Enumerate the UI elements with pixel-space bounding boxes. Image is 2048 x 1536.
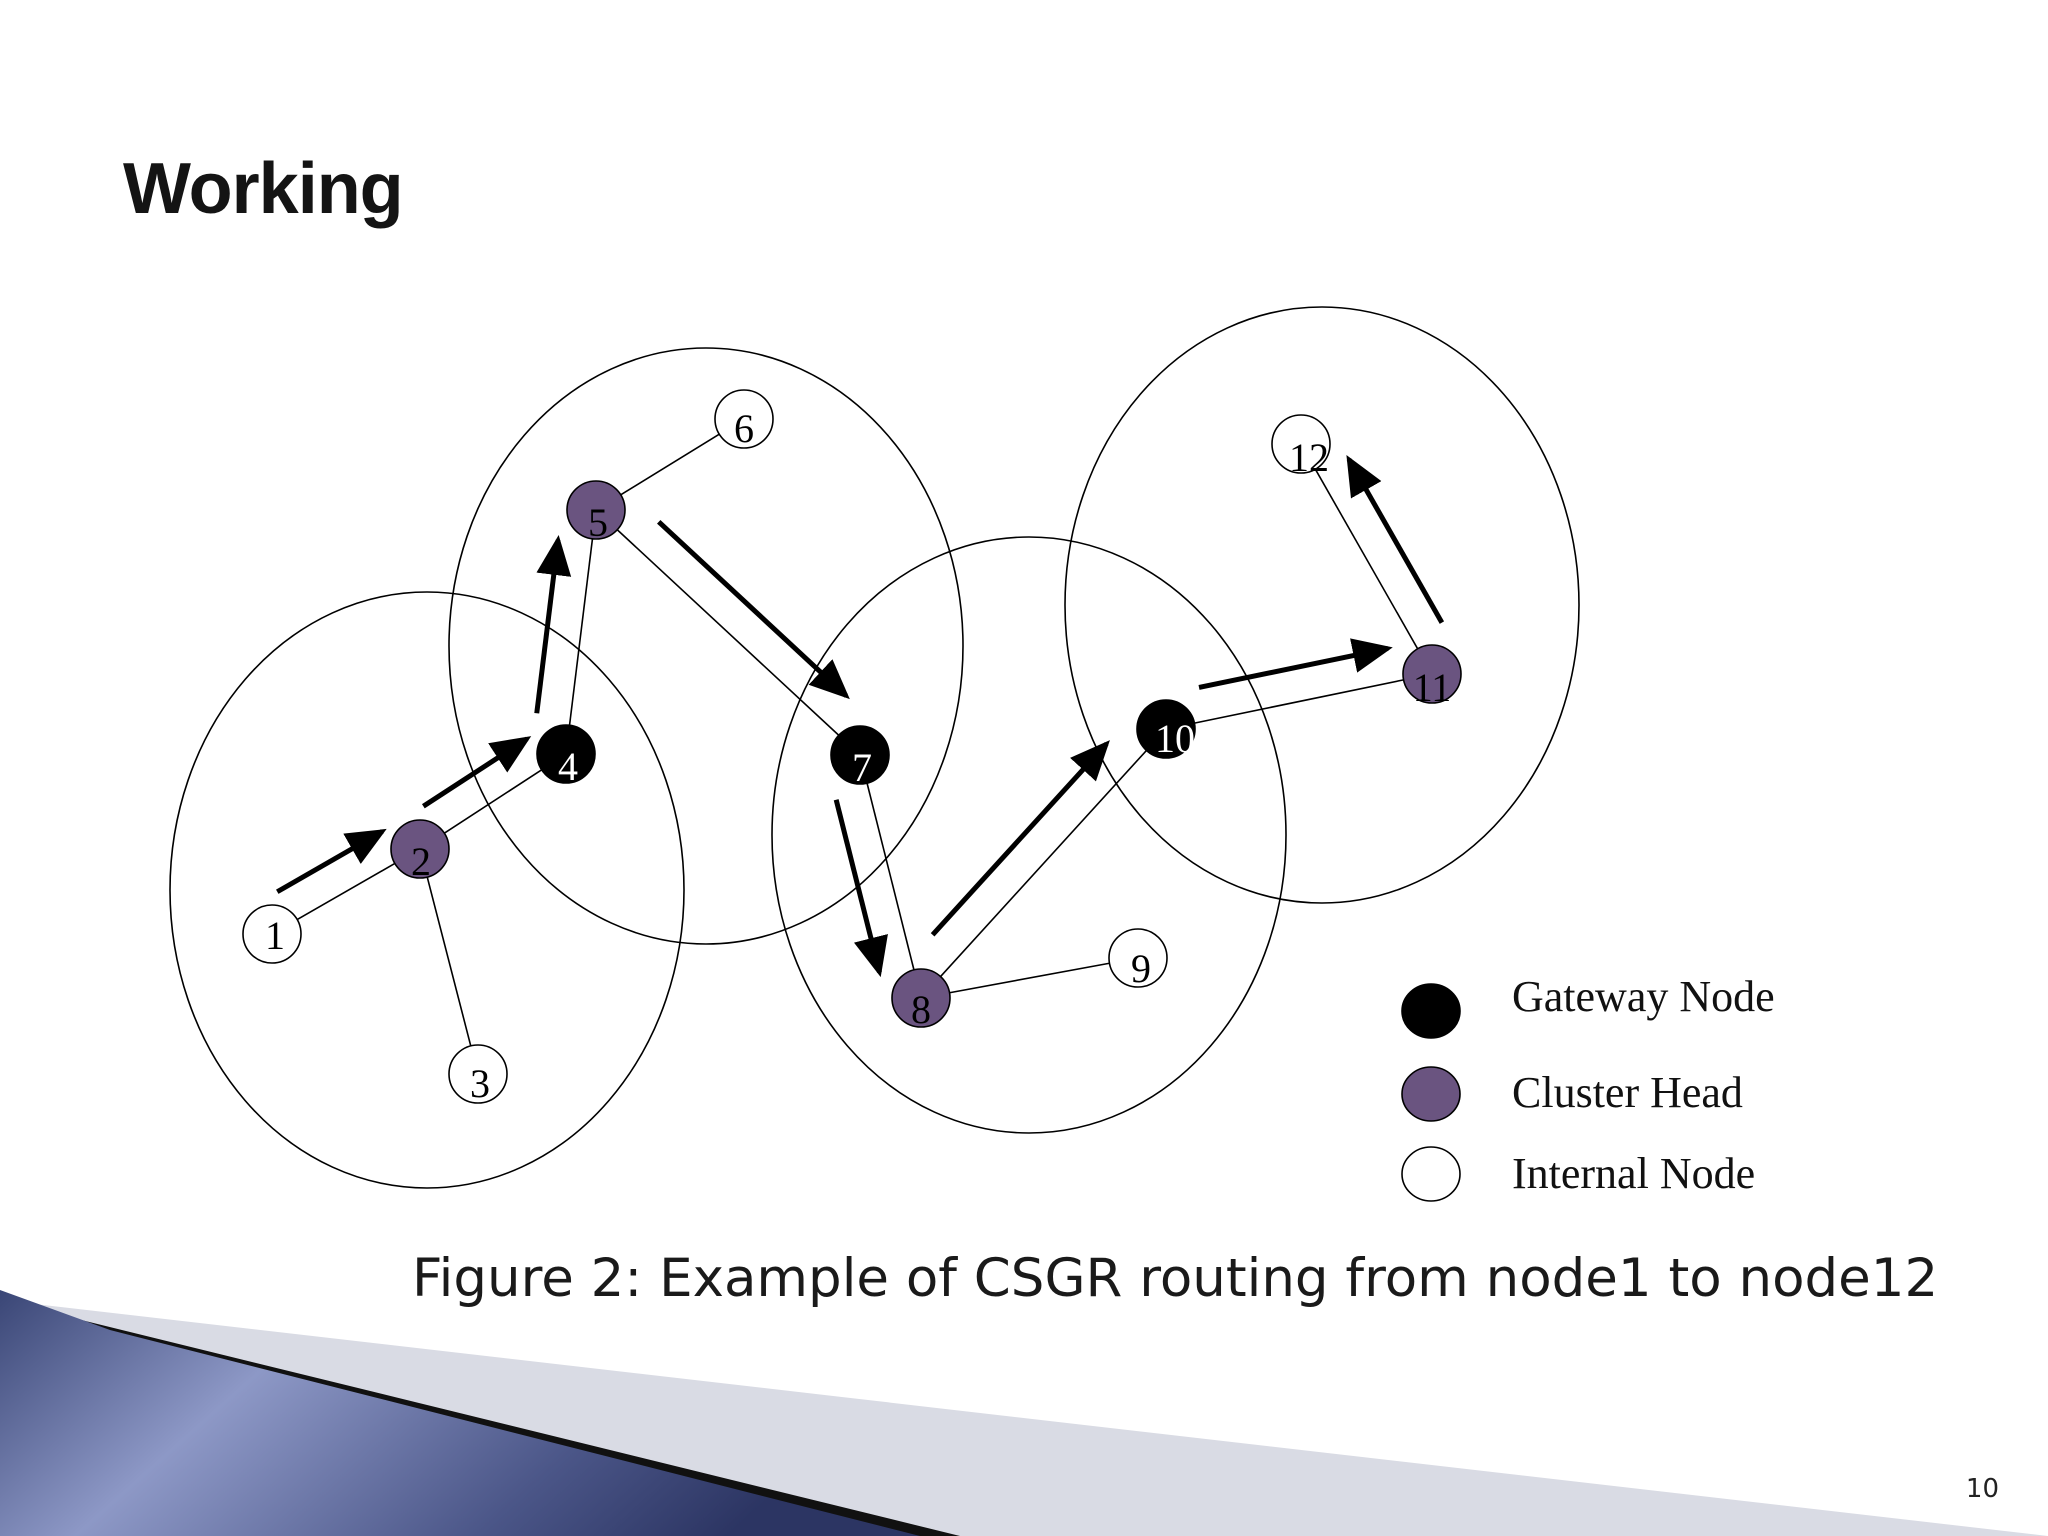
route-arrow-4-5 — [534, 535, 572, 714]
node-4-circle — [536, 724, 596, 784]
cluster-boundaries — [169, 306, 1580, 1189]
node-7-label: 7 — [852, 745, 872, 790]
node-8: 8 — [891, 968, 951, 1032]
node-7: 7 — [830, 725, 890, 790]
link-8-10 — [939, 749, 1148, 978]
legend-label: Cluster Head — [1512, 1068, 1743, 1117]
node-6-circle — [714, 389, 774, 449]
footer-decoration — [0, 1290, 2048, 1536]
legend-swatch — [1401, 983, 1461, 1039]
link-4-5 — [568, 538, 594, 726]
node-9: 9 — [1108, 928, 1168, 991]
node-4-label: 4 — [558, 744, 578, 789]
route-arrow-1-2 — [276, 828, 387, 894]
node-11-label: 11 — [1413, 665, 1452, 710]
node-8-label: 8 — [911, 987, 931, 1032]
cluster-boundary — [1064, 306, 1580, 904]
link-10-11 — [1194, 679, 1404, 724]
node-1-label: 1 — [265, 913, 285, 958]
node-12: 12 — [1271, 414, 1331, 480]
node-10-circle — [1136, 699, 1196, 759]
node-2-label: 2 — [411, 839, 431, 884]
node-1-circle — [242, 904, 302, 964]
legend-swatch — [1401, 1146, 1461, 1202]
node-7-circle — [830, 725, 890, 785]
node-9-circle — [1108, 928, 1168, 988]
figure-caption: Figure 2: Example of CSGR routing from n… — [412, 1248, 1939, 1309]
link-11-12 — [1314, 468, 1419, 650]
legend-item-cluster-head: Cluster Head — [1401, 1066, 1743, 1122]
legend-label: Internal Node — [1512, 1149, 1755, 1198]
link-5-6 — [620, 433, 720, 496]
footer-blue-wedge — [0, 1290, 920, 1536]
node-8-circle — [891, 968, 951, 1028]
node-12-label: 12 — [1289, 435, 1329, 480]
link-8-9 — [949, 962, 1110, 994]
node-6-label: 6 — [734, 406, 754, 451]
node-5: 5 — [566, 480, 626, 545]
link-7-8 — [866, 782, 915, 971]
route-arrow-10-11 — [1198, 638, 1393, 690]
node-2-circle — [390, 819, 450, 879]
legend-label: Gateway Node — [1512, 972, 1775, 1021]
node-6: 6 — [714, 389, 774, 451]
route-arrow-5-7 — [657, 519, 850, 700]
cluster-boundary — [771, 536, 1287, 1134]
node-5-label: 5 — [588, 500, 608, 545]
node-1: 1 — [242, 904, 302, 964]
link-2-4 — [443, 769, 543, 834]
cluster-boundary — [448, 347, 964, 945]
route-arrow-11-12 — [1346, 455, 1445, 624]
route-arrows-layer — [276, 455, 1445, 978]
node-10-label: 10 — [1155, 716, 1195, 761]
node-10: 10 — [1136, 699, 1196, 761]
cluster-boundary — [169, 591, 685, 1189]
route-arrow-2-4 — [421, 736, 532, 809]
node-3-label: 3 — [470, 1061, 490, 1106]
node-3: 3 — [448, 1044, 508, 1106]
node-12-circle — [1271, 414, 1331, 474]
slide-title: Working — [123, 149, 404, 229]
node-9-label: 9 — [1131, 946, 1151, 991]
legend-item-gateway: Gateway Node — [1401, 972, 1775, 1039]
node-2: 2 — [390, 819, 450, 884]
node-4: 4 — [536, 724, 596, 789]
link-1-2 — [296, 862, 396, 921]
node-11: 11 — [1402, 644, 1462, 710]
links-layer — [296, 433, 1419, 1047]
legend-item-internal: Internal Node — [1401, 1146, 1755, 1202]
footer-black-stripe — [0, 1300, 960, 1536]
link-5-7 — [616, 529, 840, 736]
node-5-circle — [566, 480, 626, 540]
route-arrow-8-10 — [930, 740, 1110, 937]
link-2-3 — [426, 876, 472, 1047]
node-3-circle — [448, 1044, 508, 1104]
page-number: 10 — [1965, 1474, 1999, 1504]
node-11-circle — [1402, 644, 1462, 704]
route-arrow-7-8 — [833, 799, 888, 978]
legend-swatch — [1401, 1066, 1461, 1122]
